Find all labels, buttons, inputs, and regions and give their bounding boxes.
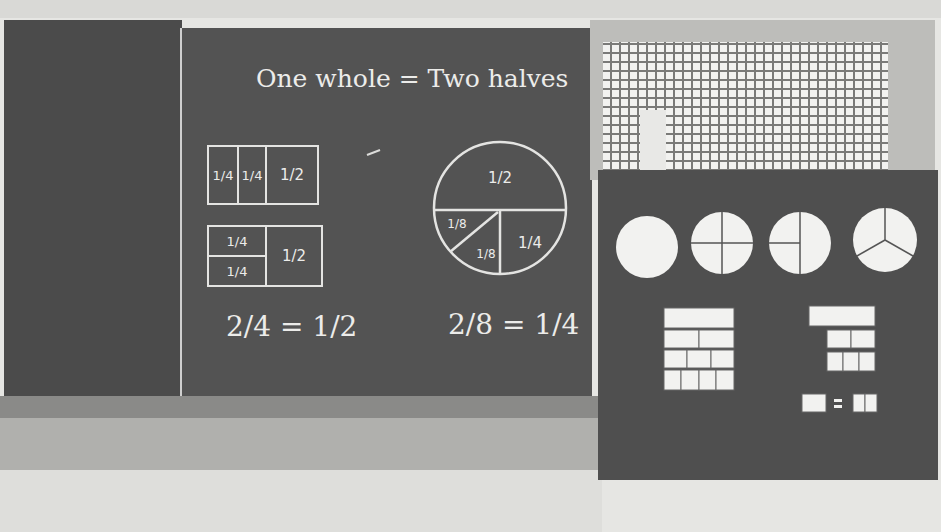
- fraction-text: 1/8: [447, 217, 466, 231]
- quarters-circle: [691, 212, 753, 274]
- chalk-tray: [0, 396, 602, 418]
- fraction-text: 1/2: [280, 166, 304, 184]
- fraction-equation: 2/4 = 1/2: [226, 310, 357, 343]
- fraction-bars-right: [809, 306, 875, 371]
- board-seam: [180, 28, 182, 416]
- fraction-text: 1/4: [227, 234, 248, 249]
- flannel-board: [598, 170, 938, 480]
- fraction-cell: 1/2: [265, 225, 323, 287]
- chalk-ledge: [0, 418, 602, 470]
- thirds-circle: [853, 208, 917, 272]
- fraction-text: 1/2: [488, 169, 512, 187]
- fraction-text: 1/4: [227, 264, 248, 279]
- fraction-bars-left: [664, 308, 734, 390]
- fraction-text: 1/8: [476, 247, 495, 261]
- top-strip: [0, 0, 941, 18]
- pie-sector: 1/4: [510, 225, 550, 261]
- fraction-cell: 1/4: [207, 255, 267, 287]
- fraction-cell: 1/4: [237, 145, 267, 205]
- whole-circle: [616, 216, 678, 278]
- fraction-cell: 1/2: [265, 145, 319, 205]
- floor: [0, 470, 602, 532]
- fraction-cell: 1/4: [207, 145, 239, 205]
- fraction-equation: 2/8 = 1/4: [448, 308, 579, 341]
- halves-quarters-circle: [769, 212, 831, 274]
- fraction-text: 1/4: [242, 168, 263, 183]
- left-board: [4, 20, 182, 418]
- pie-sector: 1/2: [480, 158, 520, 198]
- chalk-title: One whole = Two halves: [256, 64, 568, 93]
- chalk-mark: [367, 150, 380, 155]
- fraction-text: 1/4: [518, 234, 542, 252]
- center-board: [180, 28, 592, 416]
- equal-bars: [802, 394, 877, 412]
- fraction-cell: 1/4: [207, 225, 267, 257]
- chalk-pie: [434, 142, 566, 274]
- fraction-text: 1/4: [213, 168, 234, 183]
- pie-sector: 1/8: [442, 212, 472, 236]
- pie-sector: 1/8: [472, 240, 500, 268]
- fraction-text: 1/2: [282, 247, 306, 265]
